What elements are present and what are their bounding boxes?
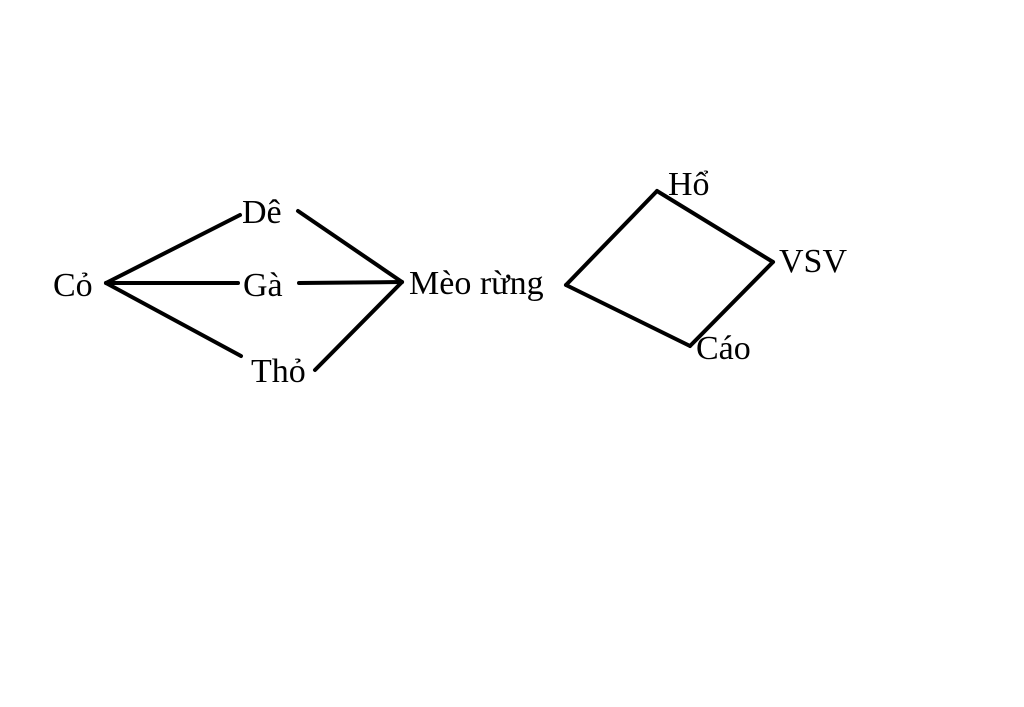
node-co: Cỏ [53,267,93,304]
edge-co-de [104,213,242,285]
node-de: Dê [242,194,282,231]
node-tho: Thỏ [251,353,306,390]
node-meo-rung: Mèo rừng [409,265,544,302]
edge-cao-vsv [688,260,775,348]
node-cao: Cáo [696,330,751,367]
edge-ga-meo-rung [297,280,404,285]
edge-meo-rung-ho [564,189,659,287]
edge-de-meo-rung [296,209,404,284]
edge-ho-vsv [655,189,775,264]
edge-tho-meo-rung [313,280,404,372]
edge-co-tho [104,281,243,358]
edges [104,189,775,372]
node-ga: Gà [243,267,283,304]
node-vsv: VSV [779,243,847,280]
nodes: Cỏ Dê Gà Thỏ Mèo rừng Hổ VSV Cáo [53,166,847,390]
edge-meo-rung-cao [564,283,692,348]
node-ho: Hổ [668,166,710,203]
